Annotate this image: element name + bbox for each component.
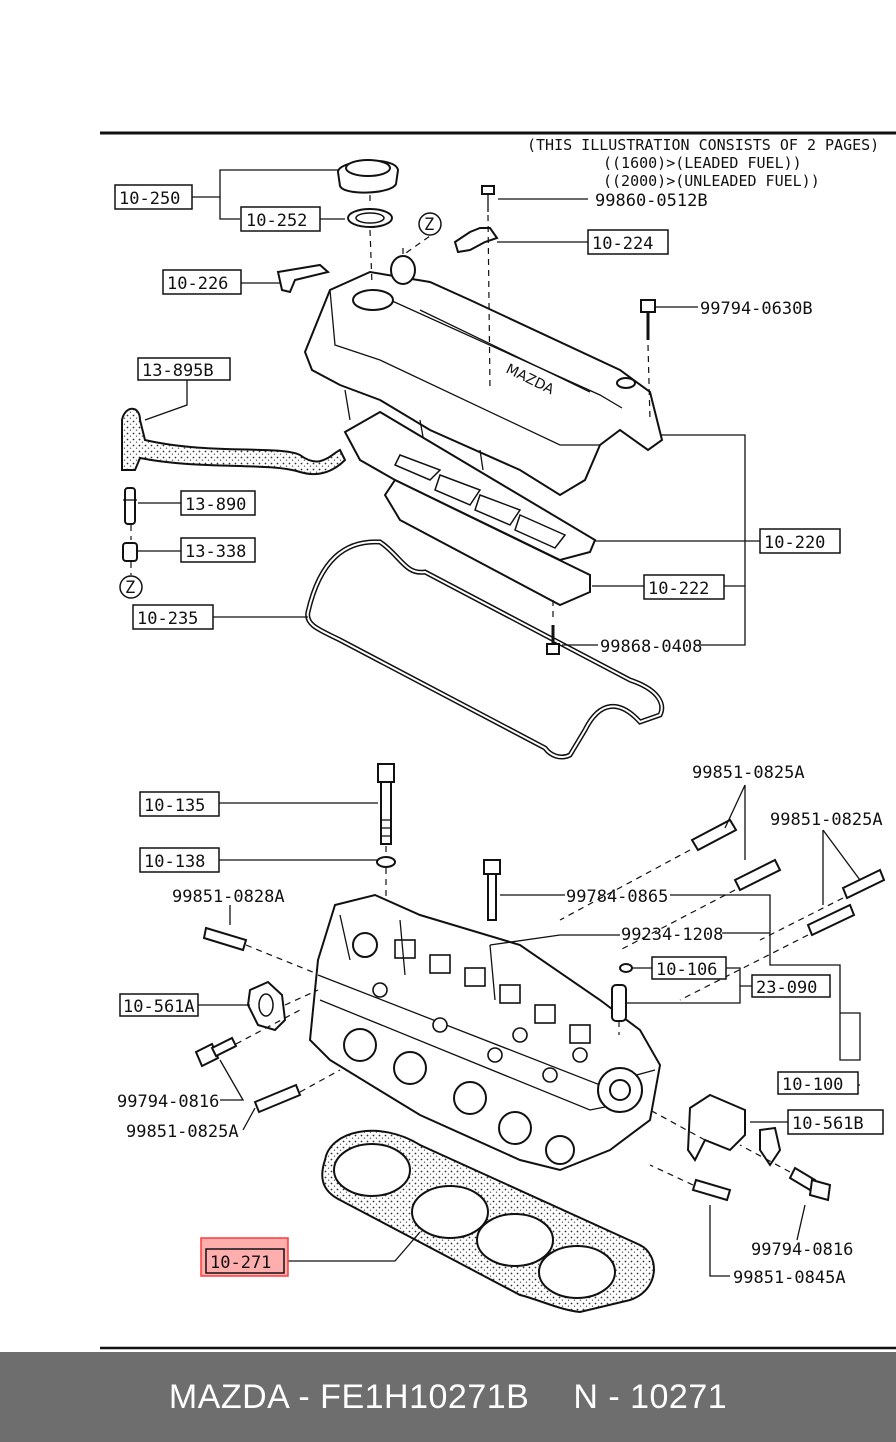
svg-text:13-890: 13-890 bbox=[185, 495, 246, 515]
label-10-561a[interactable]: 10-561A bbox=[119, 993, 199, 1017]
label-99851-0825a-right[interactable]: 99851-0825A bbox=[770, 810, 883, 830]
note-line-1: (THIS ILLUSTRATION CONSISTS OF 2 PAGES) bbox=[527, 136, 879, 154]
z-marker-2: Z bbox=[119, 575, 143, 599]
valve-cover-drawing: MAZDA bbox=[303, 255, 664, 497]
svg-text:10-561B: 10-561B bbox=[792, 1114, 864, 1134]
bracket-10-224-drawing bbox=[453, 227, 499, 254]
label-99851-0825a-top[interactable]: 99851-0825A bbox=[692, 763, 805, 783]
svg-text:Z: Z bbox=[125, 578, 135, 598]
svg-text:10-106: 10-106 bbox=[656, 960, 717, 980]
label-99868-0408[interactable]: 99868-0408 bbox=[600, 637, 702, 657]
label-99851-0828a[interactable]: 99851-0828A bbox=[172, 887, 285, 907]
label-10-226[interactable]: 10-226 bbox=[162, 269, 242, 295]
label-99860-0512b[interactable]: 99860-0512B bbox=[595, 191, 708, 211]
label-99784-0865[interactable]: 99784-0865 bbox=[566, 887, 668, 907]
bolt-99794-0630-drawing bbox=[640, 299, 656, 340]
gasket-10-561a-drawing bbox=[246, 980, 287, 1032]
label-99234-1208[interactable]: 99234-1208 bbox=[621, 925, 723, 945]
stud-99851-0845-drawing bbox=[691, 1178, 732, 1202]
label-99794-0630b[interactable]: 99794-0630B bbox=[700, 299, 813, 319]
stud-99851-0828-drawing bbox=[202, 926, 248, 952]
bolt-99784-drawing bbox=[483, 859, 501, 921]
label-10-235[interactable]: 10-235 bbox=[132, 604, 214, 630]
label-99851-0845a[interactable]: 99851-0845A bbox=[733, 1268, 846, 1288]
label-10-561b[interactable]: 10-561B bbox=[787, 1109, 884, 1135]
note-line-3: ((2000)>(UNLEADED FUEL)) bbox=[603, 172, 820, 190]
label-99851-0825a-left[interactable]: 99851-0825A bbox=[126, 1122, 239, 1142]
label-10-106[interactable]: 10-106 bbox=[651, 956, 727, 980]
label-10-135[interactable]: 10-135 bbox=[139, 791, 220, 817]
label-23-090[interactable]: 23-090 bbox=[751, 974, 831, 998]
label-10-224[interactable]: 10-224 bbox=[587, 229, 669, 255]
svg-text:23-090: 23-090 bbox=[756, 978, 817, 998]
bolt-10-135-drawing bbox=[377, 763, 395, 845]
footer-bar: MAZDA - FE1H10271B N - 10271 bbox=[0, 1352, 896, 1442]
oil-filler-cap-drawing bbox=[336, 159, 400, 194]
stud-99851-0825-left-drawing bbox=[253, 1083, 302, 1114]
head-gasket-10-271-drawing bbox=[321, 1129, 655, 1314]
hose-13-895-drawing bbox=[121, 407, 347, 476]
stud-99851-0825-2-drawing bbox=[733, 858, 782, 892]
footer-reference: N - 10271 bbox=[573, 1377, 728, 1416]
svg-text:10-250: 10-250 bbox=[119, 189, 180, 209]
svg-text:10-135: 10-135 bbox=[144, 796, 205, 816]
bolt-99860-drawing bbox=[481, 185, 495, 212]
parts-diagram: (THIS ILLUSTRATION CONSISTS OF 2 PAGES) … bbox=[100, 131, 896, 1350]
washer-10-138-drawing bbox=[376, 856, 396, 868]
svg-text:10-226: 10-226 bbox=[167, 274, 228, 294]
fitting-13-890-drawing bbox=[123, 487, 137, 525]
stud-99851-0825-3-drawing bbox=[806, 868, 886, 937]
svg-text:10-235: 10-235 bbox=[137, 609, 198, 629]
plate-10-222-drawing bbox=[383, 478, 591, 607]
note-line-2: ((1600)>(LEADED FUEL)) bbox=[603, 154, 802, 172]
svg-text:10-100: 10-100 bbox=[782, 1075, 843, 1095]
bracket-10-561b-drawing bbox=[649, 1093, 782, 1167]
label-99794-0816-right[interactable]: 99794-0816 bbox=[751, 1240, 853, 1260]
label-10-220[interactable]: 10-220 bbox=[759, 528, 841, 554]
label-99794-0816-left[interactable]: 99794-0816 bbox=[117, 1092, 219, 1112]
svg-text:Z: Z bbox=[424, 215, 434, 235]
svg-text:13-338: 13-338 bbox=[185, 542, 246, 562]
svg-text:10-222: 10-222 bbox=[648, 579, 709, 599]
label-13-338[interactable]: 13-338 bbox=[180, 537, 256, 563]
label-10-252[interactable]: 10-252 bbox=[240, 206, 321, 232]
svg-text:10-271: 10-271 bbox=[210, 1253, 271, 1273]
label-10-138[interactable]: 10-138 bbox=[139, 847, 220, 873]
svg-text:10-224: 10-224 bbox=[592, 234, 653, 254]
label-13-895b[interactable]: 13-895B bbox=[137, 357, 231, 381]
pcv-13-338-drawing bbox=[122, 542, 138, 562]
stud-99851-0825-1-drawing bbox=[690, 818, 738, 852]
bolt-99794-0816-left-drawing bbox=[194, 1036, 238, 1068]
label-10-250[interactable]: 10-250 bbox=[114, 184, 193, 210]
label-10-271-highlighted[interactable]: 10-271 bbox=[200, 1237, 289, 1277]
bolt-99794-0816-right-drawing bbox=[739, 1144, 832, 1202]
label-13-890[interactable]: 13-890 bbox=[180, 490, 256, 516]
svg-text:10-220: 10-220 bbox=[764, 533, 825, 553]
bracket-10-226-drawing bbox=[276, 263, 331, 294]
svg-text:10-561A: 10-561A bbox=[123, 997, 195, 1017]
svg-text:13-895B: 13-895B bbox=[142, 361, 214, 381]
svg-text:10-252: 10-252 bbox=[246, 211, 307, 231]
z-marker-1: Z bbox=[418, 212, 442, 236]
svg-text:10-138: 10-138 bbox=[144, 852, 205, 872]
label-10-222[interactable]: 10-222 bbox=[643, 574, 725, 600]
footer-part-number: MAZDA - FE1H10271B bbox=[168, 1377, 530, 1416]
stud-99868-drawing bbox=[546, 625, 560, 655]
seal-10-106-drawing bbox=[619, 963, 633, 973]
cylinder-head-drawing bbox=[308, 893, 662, 1172]
label-10-100[interactable]: 10-100 bbox=[777, 1071, 859, 1095]
